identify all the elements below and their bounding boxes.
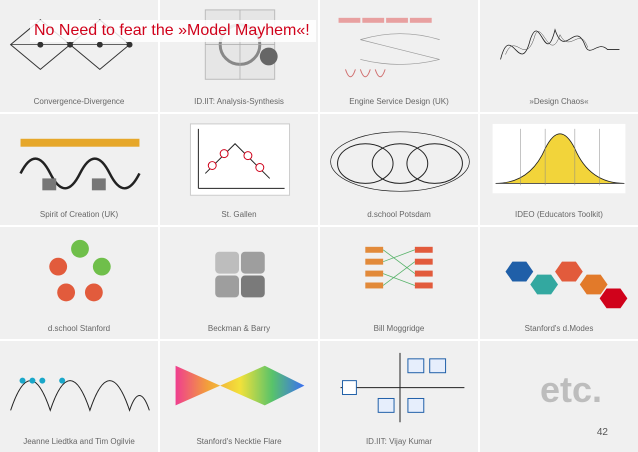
- model-caption: ID.IIT: Analysis-Synthesis: [194, 96, 284, 106]
- design-chaos-scribble: [500, 28, 620, 60]
- engine-service-design-diagram: [338, 17, 440, 78]
- model-caption: Spirit of Creation (UK): [39, 210, 119, 219]
- etc-label: etc.: [539, 368, 602, 410]
- model-tile-dschool-stanford: d.school Stanford: [0, 227, 158, 339]
- ideo-educators-toolkit-diagram: [492, 123, 626, 193]
- convergence-divergence-diagram: [9, 19, 133, 71]
- dschool-stanford-hexagon-cycle: [49, 239, 111, 302]
- model-tile-engine-service-design: Engine Service Design (UK): [320, 0, 478, 112]
- vijay-kumar-diagram: [340, 352, 465, 422]
- model-tile-design-chaos: »Design Chaos«: [480, 0, 638, 112]
- model-caption: ID.IIT: Vijay Kumar: [365, 437, 433, 446]
- model-tile-spirit-of-creation: Spirit of Creation (UK): [0, 113, 158, 225]
- model-caption: Jeanne Liedtka and Tim Ogilvie: [23, 437, 135, 446]
- model-caption: Bill Moggridge: [373, 323, 425, 333]
- model-tile-st-gallen: St. Gallen: [160, 113, 318, 225]
- beckman-barry-quadrants: [215, 251, 265, 298]
- necktie-flare-diagram: [175, 365, 305, 405]
- model-caption: Convergence-Divergence: [33, 96, 125, 106]
- model-tile-etc: etc. 42: [480, 340, 638, 452]
- model-tile-stanford-dmodes: Stanford's d.Modes: [480, 227, 638, 339]
- model-caption: Stanford's d.Modes: [524, 323, 594, 333]
- model-tile-ideo: IDEO (Educators Toolkit): [480, 113, 638, 225]
- model-tile-bill-moggridge: Bill Moggridge: [320, 227, 478, 339]
- model-tile-dschool-potsdam: d.school Potsdam: [320, 113, 478, 225]
- spirit-of-creation-diagram: [19, 138, 141, 190]
- liedtka-ogilvie-waves: [10, 377, 150, 412]
- dschool-potsdam-diagram: [330, 130, 470, 192]
- analysis-synthesis-diagram: [204, 9, 278, 80]
- model-caption: IDEO (Educators Toolkit): [515, 210, 603, 219]
- model-tile-idiit-vijay-kumar: ID.IIT: Vijay Kumar: [320, 340, 478, 452]
- stanford-dmodes-hexagons: [505, 261, 628, 309]
- model-tile-stanford-necktie-flare: Stanford's Necktie Flare: [160, 340, 318, 452]
- model-tile-liedtka-ogilvie: Jeanne Liedtka and Tim Ogilvie: [0, 340, 158, 452]
- st-gallen-diagram: [189, 122, 291, 196]
- model-tile-beckman-barry: Beckman & Barry: [160, 227, 318, 339]
- page-number: 42: [596, 427, 608, 438]
- slide-title: No Need to fear the »Model Mayhem«!: [30, 20, 316, 42]
- model-caption: Beckman & Barry: [207, 323, 271, 333]
- bill-moggridge-diagram: [365, 246, 433, 289]
- model-caption: St. Gallen: [221, 210, 257, 219]
- model-caption: »Design Chaos«: [529, 96, 589, 106]
- model-caption: d.school Potsdam: [367, 210, 431, 219]
- model-caption: Stanford's Necktie Flare: [196, 437, 282, 446]
- model-tile-convergence-divergence: Convergence-Divergence: [0, 0, 158, 112]
- model-caption: Engine Service Design (UK): [349, 96, 449, 106]
- model-tile-idiit-analysis-synthesis: ID.IIT: Analysis-Synthesis: [160, 0, 318, 112]
- model-caption: d.school Stanford: [47, 323, 111, 333]
